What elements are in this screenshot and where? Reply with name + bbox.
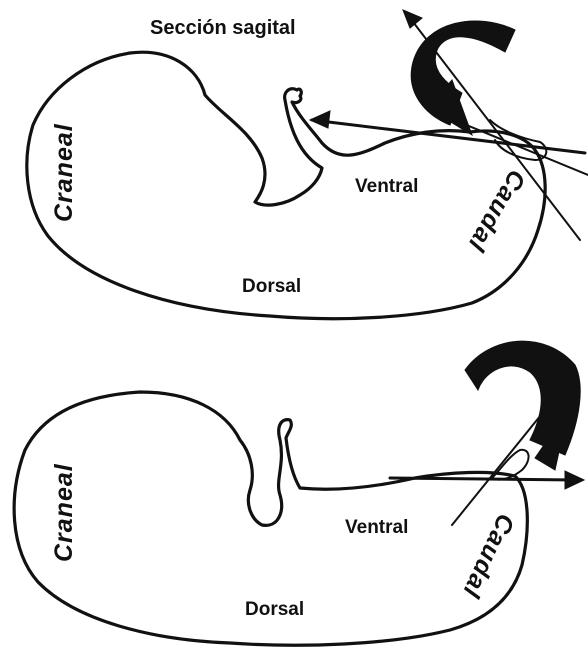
figure-title: Sección sagital xyxy=(150,17,296,39)
embryo-diagram-bottom: Craneal Ventral Caudal Dorsal xyxy=(14,341,584,645)
label-cranial-bottom: Craneal xyxy=(50,463,78,562)
axis-arrowhead-top xyxy=(403,10,422,28)
pointer-arrow-top xyxy=(312,120,585,153)
label-dorsal-top: Dorsal xyxy=(242,276,301,297)
label-caudal-top: Caudal xyxy=(462,165,531,256)
pointer-arrow-bottom xyxy=(390,478,575,480)
embryo-diagram-top: Craneal Ventral Caudal Dorsal xyxy=(27,10,588,319)
pointer-arrowhead-top xyxy=(310,111,330,128)
label-ventral-top: Ventral xyxy=(355,176,418,197)
label-dorsal-bottom: Dorsal xyxy=(245,599,304,620)
axis-line-bottom xyxy=(452,410,545,525)
label-ventral-bottom: Ventral xyxy=(345,517,408,538)
pointer-arrowhead-bottom xyxy=(565,471,584,489)
label-cranial-top: Craneal xyxy=(50,123,78,222)
